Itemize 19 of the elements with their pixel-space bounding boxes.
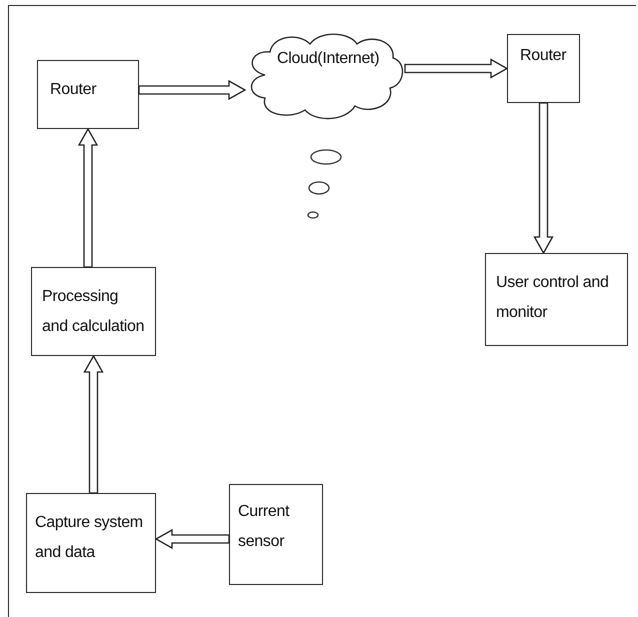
block-arrow [533, 102, 554, 254]
process-box [26, 493, 156, 593]
node-label: Processing and calculation [42, 287, 145, 338]
block-arrow [83, 354, 104, 494]
block-arrow [78, 128, 98, 268]
block-arrow [154, 528, 230, 550]
process-box [229, 484, 323, 585]
node-label: Cloud(Internet) [277, 49, 380, 69]
node-label: User control and monitor [496, 273, 610, 324]
node-label: Current sensor [238, 502, 290, 552]
process-box [507, 34, 580, 103]
node-label: Router [520, 46, 567, 66]
block-arrow [138, 80, 246, 100]
process-box [31, 267, 156, 356]
process-box [485, 253, 628, 346]
node-label: Capture system and data [35, 513, 144, 564]
process-box [37, 60, 139, 129]
block-arrow [404, 58, 508, 79]
node-label: Router [50, 80, 98, 100]
